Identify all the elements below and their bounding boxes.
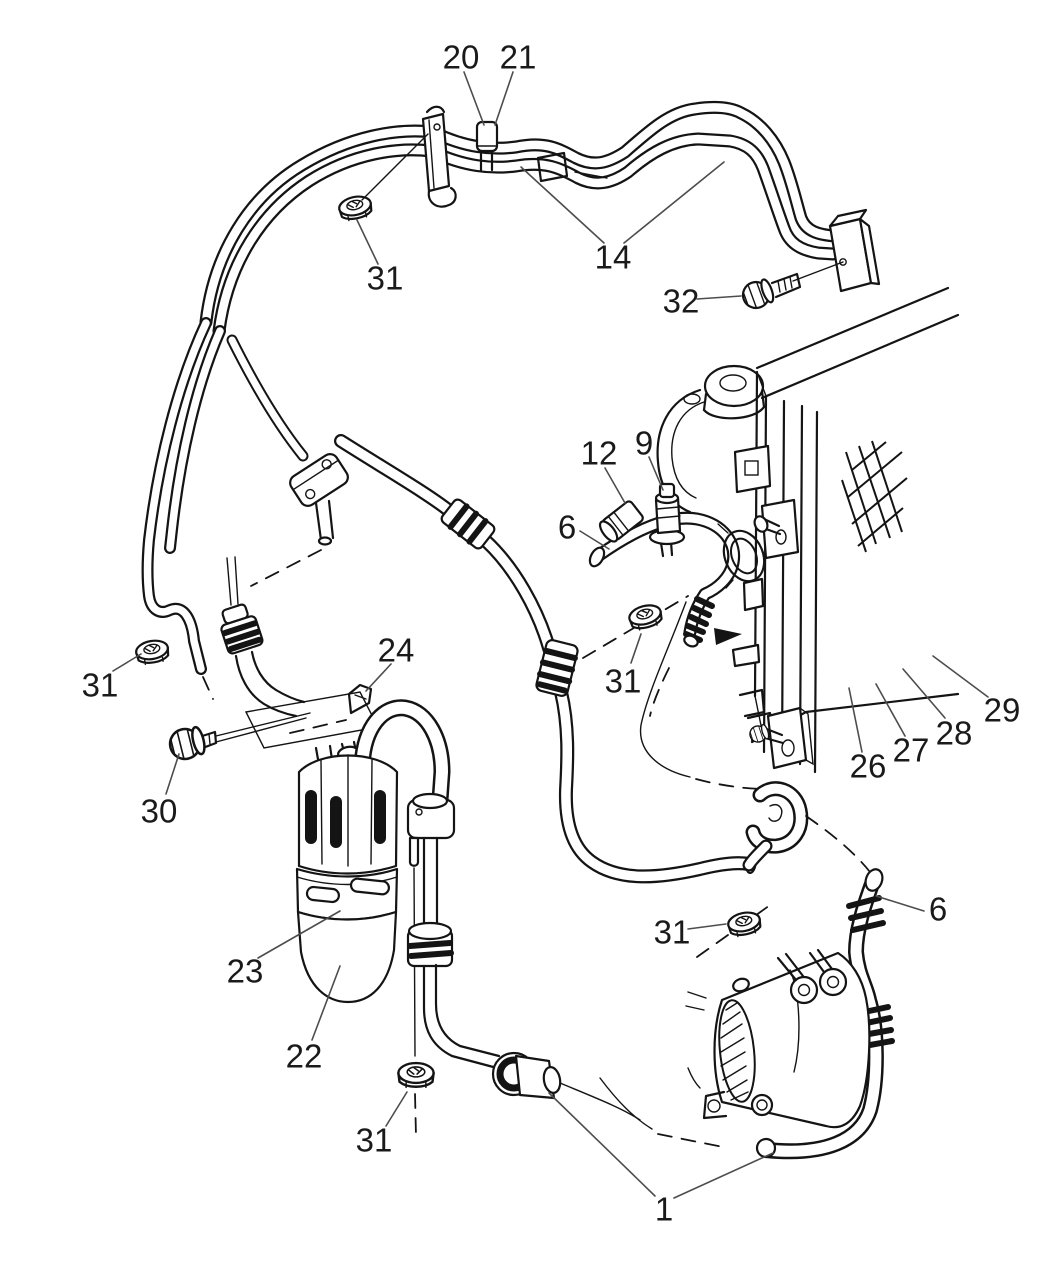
callout-21: 21 xyxy=(500,39,537,76)
spring-wrap-section xyxy=(683,596,715,648)
evap-line-coupling xyxy=(220,556,306,718)
shroud-clip-mid xyxy=(714,577,765,668)
line-clamp-bracket xyxy=(232,340,349,587)
callout-22: 22 xyxy=(286,1038,323,1075)
bolt-32 xyxy=(738,272,802,313)
hose-ferrule-upper xyxy=(440,498,496,550)
top-ac-lines xyxy=(206,105,881,331)
outlet-coupling xyxy=(406,921,454,968)
service-valve-cap xyxy=(475,120,499,172)
radiator-cap xyxy=(683,364,766,420)
condenser-upper-mount xyxy=(753,498,800,560)
accumulator-body-22 xyxy=(296,910,398,1004)
callout-labels: 20 21 14 31 32 12 9 6 31 31 24 30 26 27 … xyxy=(82,39,1021,1228)
callout-32: 32 xyxy=(663,283,700,320)
suction-hose-main xyxy=(341,441,757,876)
callout-14: 14 xyxy=(595,239,632,276)
callout-27: 27 xyxy=(893,732,930,769)
radiator-condenser xyxy=(656,286,960,873)
bolt-30 xyxy=(165,712,311,764)
callout-31-mid: 31 xyxy=(605,663,642,700)
shroud-clip-upper xyxy=(733,444,772,494)
callout-9: 9 xyxy=(635,425,653,462)
hose-ferrule-mid xyxy=(535,639,579,697)
callout-29: 29 xyxy=(984,692,1021,729)
callout-26: 26 xyxy=(850,748,887,785)
nut-31a xyxy=(336,192,375,224)
callout-6-lower: 6 xyxy=(929,891,947,928)
condenser-outlet-hook xyxy=(749,781,809,865)
left-return-line xyxy=(133,323,306,718)
nut-31c xyxy=(133,637,172,667)
nut-31a-axis-line xyxy=(361,133,429,201)
accumulator-band-23 xyxy=(295,867,399,921)
accumulator-dome xyxy=(297,754,399,875)
outlet-elbow-fitting xyxy=(491,1051,562,1100)
hose-grommet-ring xyxy=(717,523,766,589)
compressor-assembly xyxy=(599,868,895,1157)
callout-31-compressor: 31 xyxy=(654,914,691,951)
condenser-fittings xyxy=(582,482,767,790)
callout-30: 30 xyxy=(141,793,178,830)
plug-fitting-12 xyxy=(598,500,644,543)
callout-23: 23 xyxy=(227,953,264,990)
condenser-lower-mount xyxy=(747,706,814,770)
nut-31d xyxy=(397,1061,435,1089)
bracket-tab-24 xyxy=(347,683,373,715)
nut-31e xyxy=(725,908,764,940)
accumulator-assembly xyxy=(165,683,641,1137)
leader-lines xyxy=(112,71,989,1199)
bighose-ferrule xyxy=(852,1004,895,1050)
condenser-core-hatch xyxy=(841,440,908,553)
tube-sleeve xyxy=(536,151,608,183)
line-end-bracket xyxy=(792,208,881,293)
callout-31-left: 31 xyxy=(82,667,119,704)
tube-clip-bracket xyxy=(421,105,457,208)
pressure-valve-9 xyxy=(648,482,686,558)
callout-1: 1 xyxy=(655,1191,673,1228)
callout-12: 12 xyxy=(581,435,618,472)
nut-31b xyxy=(626,601,665,633)
hose6-ferrule xyxy=(846,895,886,933)
callout-28: 28 xyxy=(936,715,973,752)
hose-clamp-block xyxy=(406,792,456,840)
callout-24: 24 xyxy=(378,632,415,669)
callout-20: 20 xyxy=(443,39,480,76)
compressor-bosses xyxy=(732,948,848,1005)
callout-6-upper: 6 xyxy=(558,509,576,546)
callout-31-top: 31 xyxy=(367,260,404,297)
callout-31-drain: 31 xyxy=(356,1122,393,1159)
